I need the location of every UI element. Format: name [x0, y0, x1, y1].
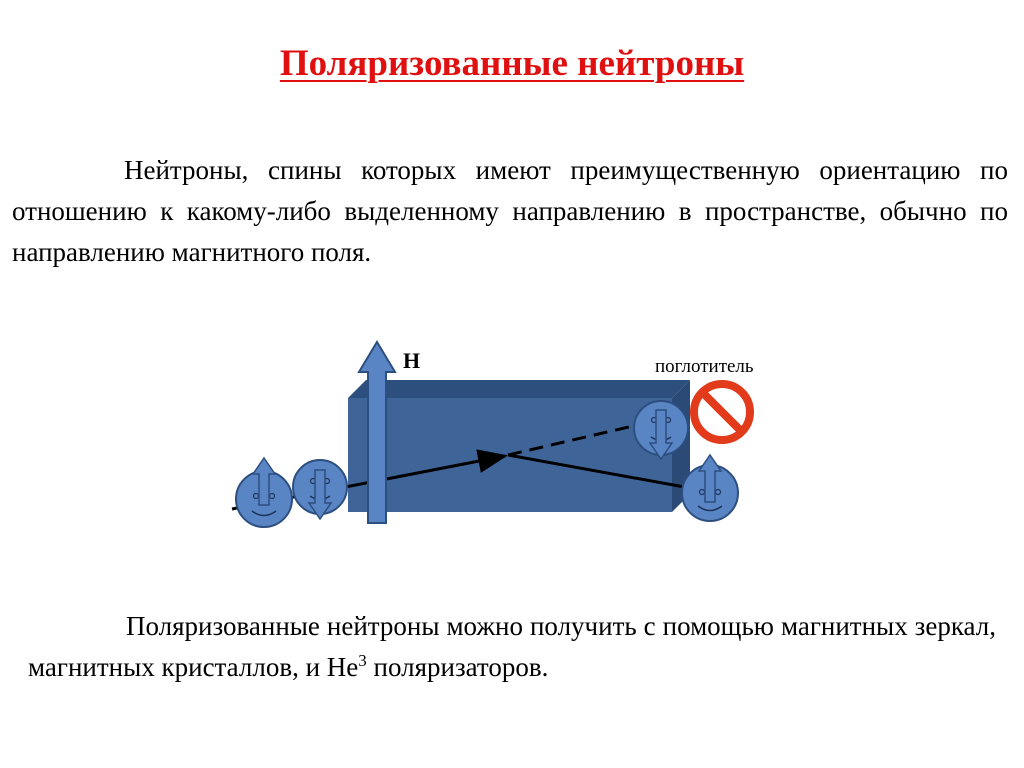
slide-title-text: Поляризованные нейтроны: [279, 43, 745, 84]
methods-text-end: поляризаторов.: [366, 652, 549, 682]
neutron-spin-down-left: [292, 459, 348, 521]
slide-title: Поляризованные нейтроны: [0, 42, 1024, 85]
neutron-spin-up-left: [235, 456, 293, 528]
spin-down-arrow-icon: [648, 409, 674, 461]
neutron-spin-up-transmitted: [681, 453, 739, 522]
field-label: H: [403, 348, 420, 373]
methods-paragraph: Поляризованные нейтроны можно получить с…: [28, 606, 996, 688]
magnetic-crystal: [348, 380, 690, 512]
isotope-superscript: 3: [358, 651, 367, 670]
crystal-top-face: [348, 380, 690, 398]
neutron-spin-down-reflected: [633, 400, 689, 461]
transmitted-beam: [507, 453, 713, 494]
spin-up-arrow-icon: [251, 456, 277, 506]
magnetic-field-arrow-icon: [357, 340, 397, 524]
spin-down-arrow-icon: [307, 469, 333, 521]
reflected-beam-dashed: [507, 421, 647, 457]
absorber-icon: [690, 380, 754, 444]
spin-up-arrow-icon: [697, 453, 723, 503]
definition-paragraph: Нейтроны, спины которых имеют преимущест…: [12, 155, 1008, 267]
methods-text: Поляризованные нейтроны можно получить с…: [28, 611, 996, 682]
absorber-label: поглотитель: [655, 356, 754, 377]
